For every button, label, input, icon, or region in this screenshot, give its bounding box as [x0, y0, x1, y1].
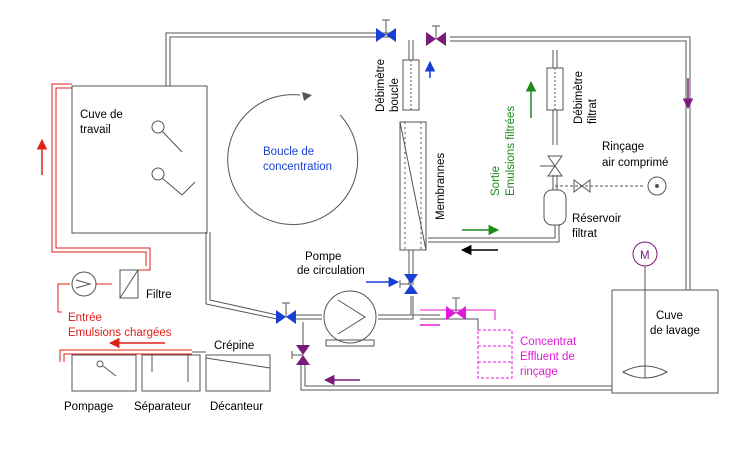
- pipe-bottom-return: [300, 360, 612, 391]
- pipe-top-right: [450, 36, 691, 290]
- debitmetre-boucle-label-1: Débimètre: [375, 59, 387, 112]
- membrane-column: Membrannes: [399, 121, 447, 251]
- cuve-lavage-label-2: de lavage: [650, 325, 700, 337]
- cuve-lavage-label-1: Cuve: [656, 310, 683, 322]
- entree-label-2: Emulsions chargées: [68, 327, 172, 339]
- separateur-label: Séparateur: [134, 401, 191, 413]
- boucle-label-1: Boucle de: [263, 146, 314, 158]
- valve-membrane-bottom[interactable]: [399, 274, 418, 294]
- pipe-to-pump: [378, 296, 414, 320]
- crepine-label: Crépine: [214, 340, 254, 352]
- concentrat-label-3: rinçage: [520, 366, 558, 378]
- cuve-travail-label-2: travail: [80, 124, 111, 136]
- cuve-lavage: M Cuve de lavage: [611, 241, 719, 394]
- moteur-label: M: [640, 250, 650, 262]
- pipe-network: [165, 32, 691, 391]
- concentrat-label-2: Effluent de: [520, 351, 575, 363]
- valve-bottom-purple[interactable]: [291, 345, 310, 365]
- pompe-circulation: Pompe de circulation: [297, 251, 400, 347]
- pipe-pump-to-cuve: [295, 314, 322, 320]
- valve-filtrat[interactable]: [540, 155, 563, 177]
- debitmetre-filtrat: Débimètre filtrat: [525, 67, 599, 124]
- valve-pump-left[interactable]: [276, 302, 296, 324]
- reservoir-label-1: Réservoir: [572, 213, 621, 225]
- concentrat-label-1: Concentrat: [520, 336, 577, 348]
- valve-top-purple[interactable]: [426, 25, 446, 46]
- cuve-travail: Cuve de travail: [71, 85, 208, 234]
- debitmetre-boucle: Débimètre boucle: [375, 59, 436, 112]
- feed-pump-filter: Filtre: [71, 269, 172, 301]
- boucle-label-2: concentration: [263, 161, 332, 173]
- pipe-filtrat-up: [552, 110, 558, 145]
- reservoir-filtrat: Réservoir filtrat: [543, 189, 621, 240]
- debitmetre-boucle-label-2: boucle: [389, 78, 401, 112]
- entree-label-1: Entrée: [68, 312, 102, 324]
- pipe-filtrat-top: [552, 50, 558, 68]
- cuve-travail-label-1: Cuve de: [80, 109, 123, 121]
- sortie-label-1: Sortie: [490, 166, 502, 196]
- pretreatment-units: [71, 351, 271, 392]
- reservoir-label-2: filtrat: [572, 228, 598, 240]
- valve-top-blue[interactable]: [376, 19, 396, 42]
- pompage-label: Pompage: [64, 401, 113, 413]
- membranes-label: Membrannes: [435, 153, 447, 220]
- sortie-label-2: Emulsions filtrées: [505, 106, 517, 196]
- concentrat-outlet: Concentrat Effluent de rinçage: [420, 297, 577, 379]
- pipe-top-loop: [165, 32, 395, 86]
- filtre-label: Filtre: [146, 289, 172, 301]
- debitmetre-filtrat-label-1: Débimètre: [573, 71, 585, 124]
- pompe-label-1: Pompe: [305, 251, 341, 263]
- decanteur-label: Décanteur: [210, 401, 263, 413]
- rincage-air: Rinçage air comprimé: [555, 141, 668, 196]
- boucle-concentration: Boucle de concentration: [227, 92, 359, 226]
- pipe-membrane-to-reservoir: [428, 225, 560, 243]
- pipe-debitmetre-down: [408, 40, 414, 60]
- pipe-valve-left: [205, 232, 278, 320]
- rincage-label-1: Rinçage: [602, 141, 644, 153]
- feed-circuit: [51, 83, 192, 362]
- pompe-label-2: de circulation: [297, 265, 365, 277]
- pipe-concentrat: [412, 314, 479, 330]
- rincage-label-2: air comprimé: [602, 157, 668, 169]
- pipe-reservoir-up: [552, 175, 558, 190]
- debitmetre-filtrat-label-2: filtrat: [587, 98, 599, 124]
